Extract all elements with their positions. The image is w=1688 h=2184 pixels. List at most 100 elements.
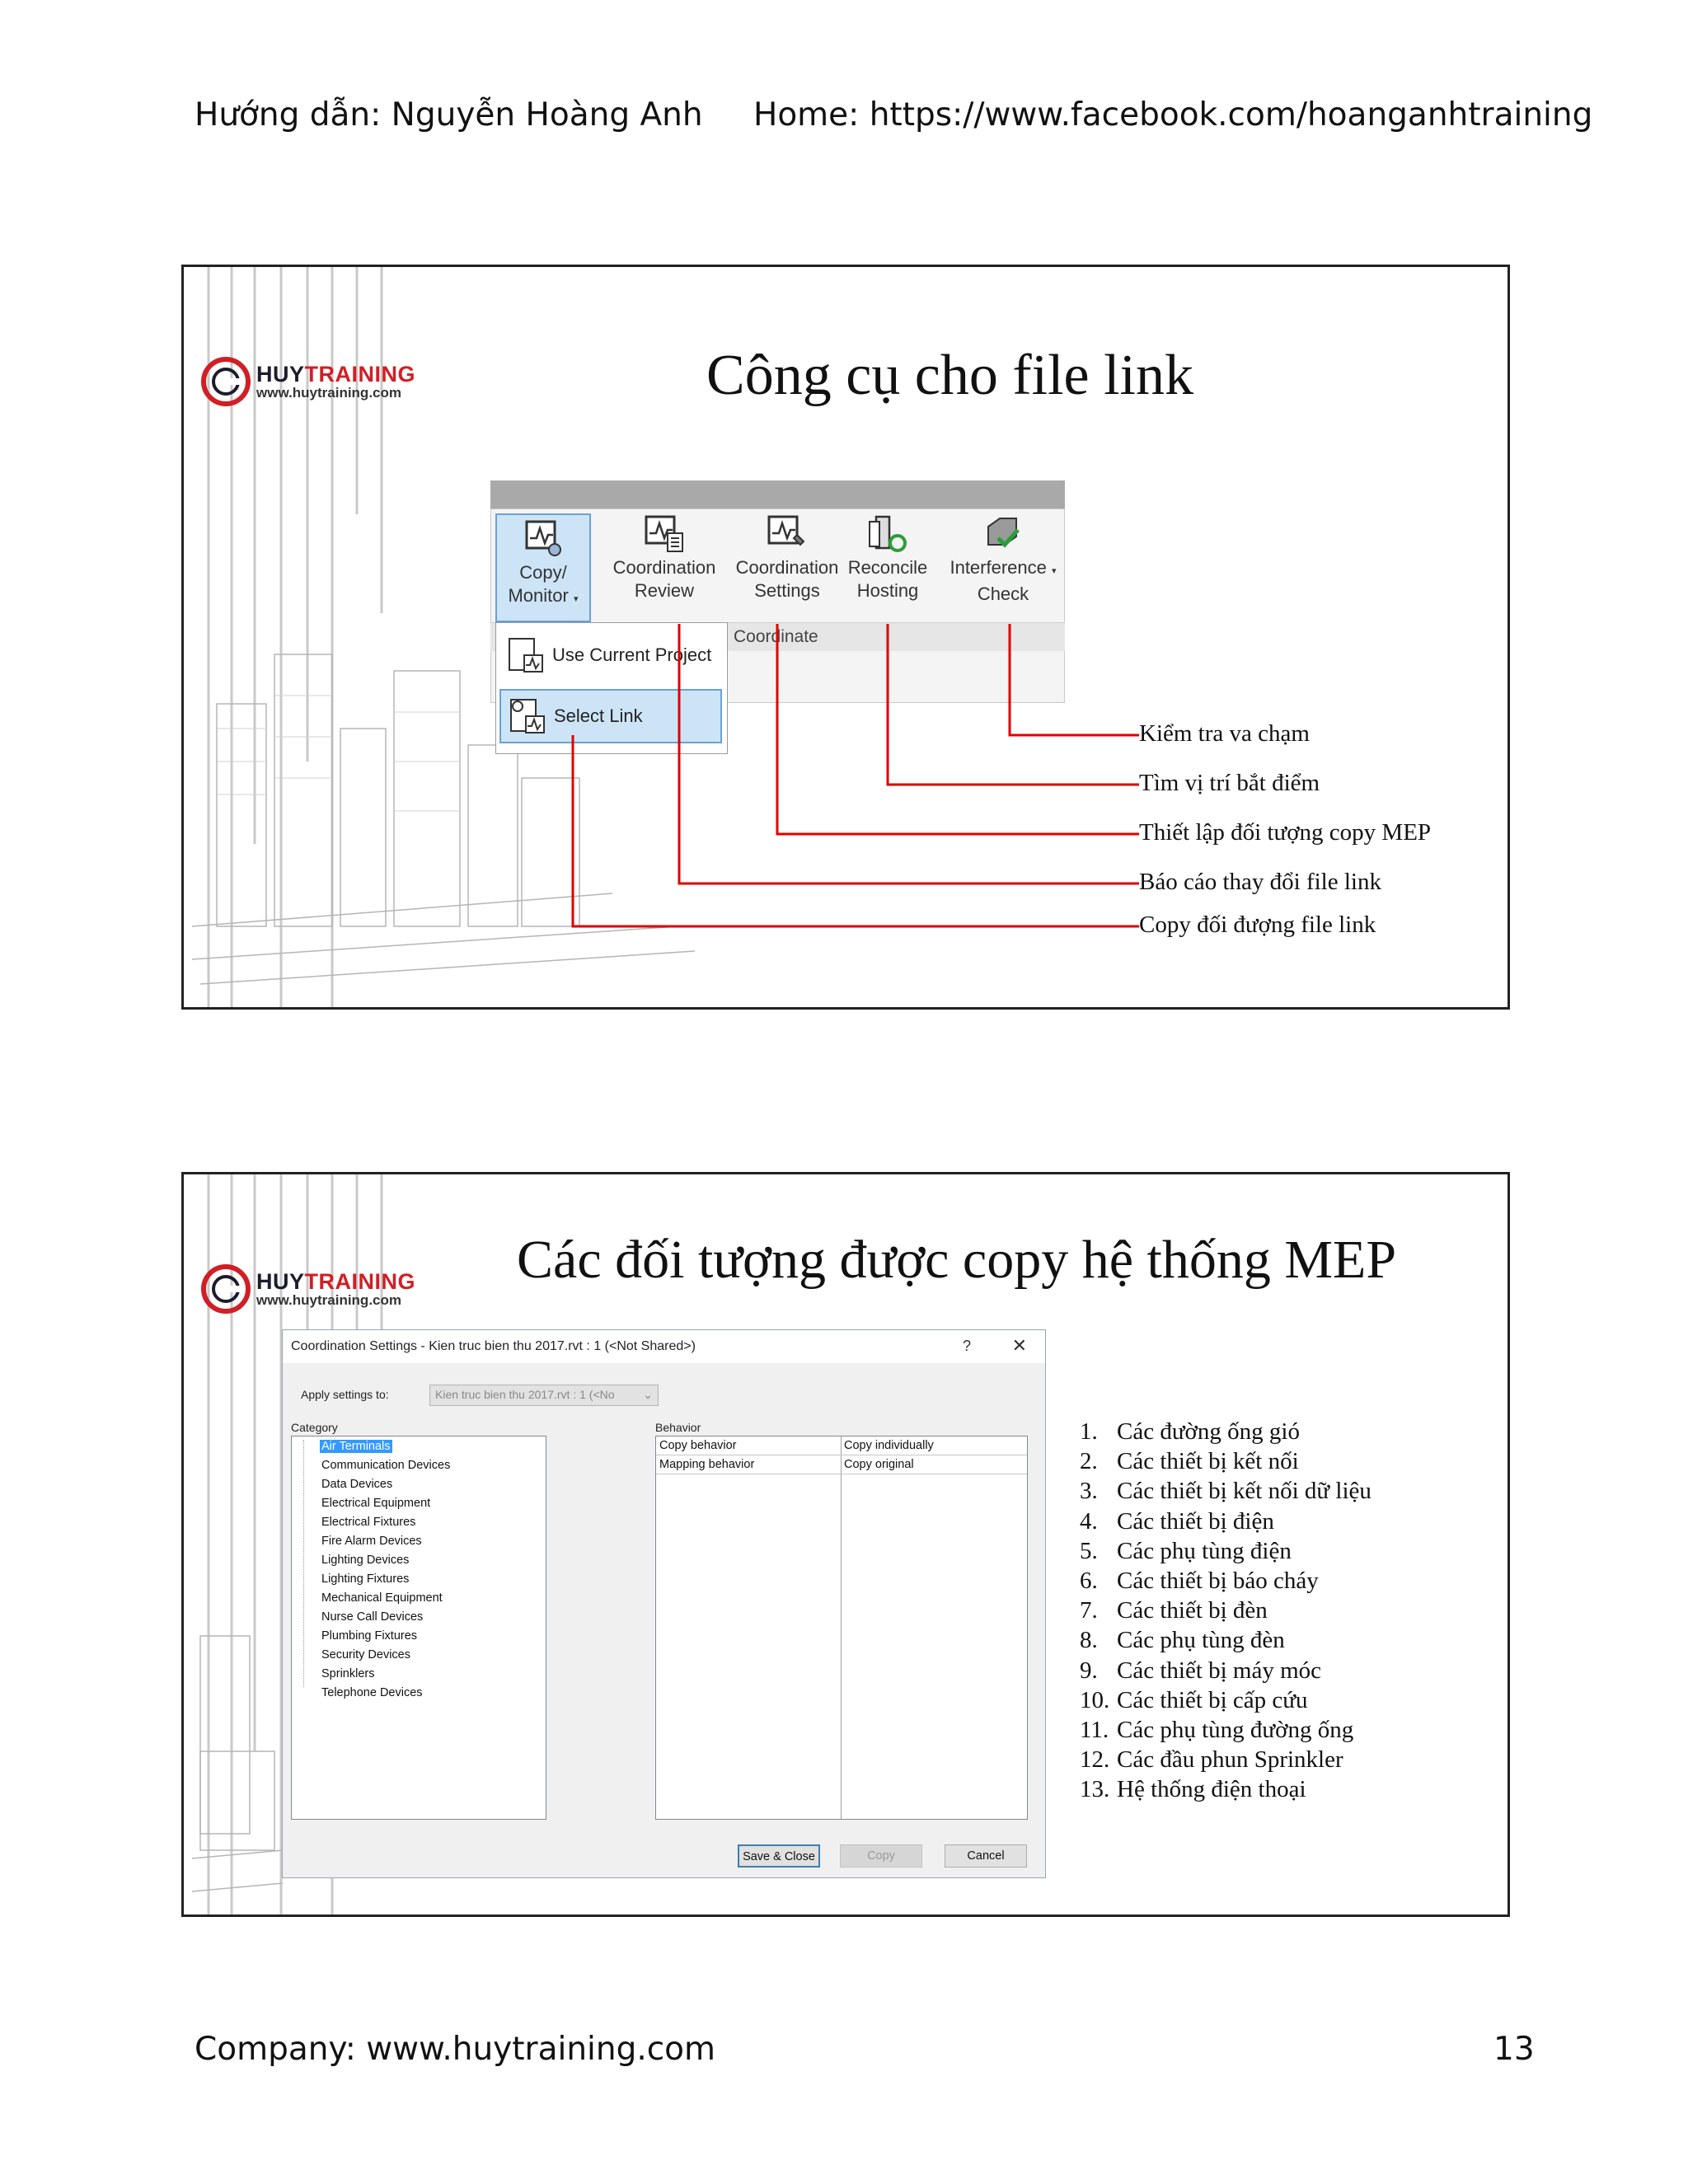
- list-item-text: Các thiết bị đèn: [1117, 1597, 1268, 1624]
- copy-monitor-label-2: Monitor: [508, 585, 569, 606]
- cancel-button[interactable]: Cancel: [945, 1844, 1027, 1868]
- list-item-text: Các phụ tùng điện: [1117, 1537, 1292, 1564]
- header-homepage: Home: https://www.facebook.com/hoanganht…: [753, 96, 1593, 134]
- copy-monitor-label-1: Copy/: [519, 562, 567, 583]
- reconcile-hosting-label-2: Hosting: [856, 580, 919, 601]
- list-item-text: Các thiết bị điện: [1117, 1507, 1274, 1535]
- logo-brand-training: TRAINING: [304, 362, 416, 387]
- reconcile-hosting-button[interactable]: Reconcile Hosting: [845, 513, 931, 602]
- list-item-number: 13.: [1080, 1776, 1110, 1803]
- category-item[interactable]: Lighting Fixtures: [321, 1572, 410, 1586]
- list-item-number: 8.: [1080, 1627, 1098, 1654]
- list-item-text: Các phụ tùng đèn: [1117, 1627, 1285, 1654]
- list-item-number: 2.: [1080, 1448, 1098, 1475]
- reconcile-hosting-label-1: Reconcile: [847, 557, 928, 578]
- logo-brand-huy: HUY: [256, 1269, 305, 1294]
- category-item[interactable]: Nurse Call Devices: [321, 1610, 424, 1624]
- annotation-select-link: Copy đối đượng file link: [1139, 912, 1376, 938]
- category-item[interactable]: Plumbing Fixtures: [321, 1629, 418, 1643]
- list-item-number: 6.: [1080, 1568, 1098, 1595]
- copy-monitor-button[interactable]: Copy/ Monitor ▾: [495, 513, 591, 622]
- select-link-item[interactable]: Select Link: [499, 689, 722, 743]
- category-label: Category: [291, 1421, 338, 1434]
- category-item[interactable]: Data Devices: [321, 1478, 393, 1491]
- slide-1: HUYTRAINING www.huytraining.com Công cụ …: [181, 265, 1510, 1010]
- select-link-label: Select Link: [554, 705, 643, 726]
- category-item[interactable]: Lighting Devices: [321, 1554, 410, 1567]
- save-close-button[interactable]: Save & Close: [738, 1844, 820, 1868]
- slide-2-title: Các đối tượng được copy hệ thống MEP: [517, 1230, 1397, 1290]
- category-item[interactable]: Electrical Equipment: [321, 1497, 431, 1510]
- header-author: Hướng dẫn: Nguyễn Hoàng Anh: [195, 96, 703, 134]
- behavior-label: Behavior: [655, 1421, 701, 1434]
- category-item[interactable]: Air Terminals: [320, 1440, 392, 1453]
- logo-brand-huy: HUY: [256, 362, 305, 387]
- list-item-number: 10.: [1080, 1686, 1110, 1713]
- list-item: 11. Các phụ tùng đường ống: [1080, 1715, 1372, 1745]
- interference-check-label-1: Interference: [950, 557, 1047, 578]
- interference-check-button[interactable]: Interference ▾ Check: [945, 513, 1061, 606]
- category-item[interactable]: Communication Devices: [321, 1459, 451, 1472]
- copy-monitor-icon: [525, 520, 561, 556]
- chevron-down-icon: ⌄: [643, 1388, 653, 1401]
- annotation-coordination-settings: Thiết lập đối tượng copy MEP: [1139, 819, 1432, 846]
- behavior-table: Copy behavior Copy individually Mapping …: [655, 1436, 1028, 1820]
- coordination-review-button[interactable]: Coordination Review: [603, 513, 726, 602]
- list-item-text: Các thiết bị báo cháy: [1117, 1568, 1319, 1595]
- behavior-name: Mapping behavior: [659, 1458, 755, 1471]
- list-item: 4.Các thiết bị điện: [1080, 1507, 1372, 1536]
- city-sketch-background: [191, 267, 696, 1007]
- category-item[interactable]: Sprinklers: [321, 1667, 375, 1680]
- list-item: 12.Các đầu phun Sprinkler: [1080, 1745, 1372, 1774]
- copy-button[interactable]: Copy: [840, 1844, 922, 1868]
- list-item: 5. Các phụ tùng điện: [1080, 1536, 1372, 1566]
- logo-c-icon: [201, 1264, 251, 1314]
- list-item-number: 1.: [1080, 1418, 1098, 1445]
- list-item-text: Các đường ống gió: [1117, 1418, 1300, 1445]
- category-tree[interactable]: Air Terminals Communication Devices Data…: [291, 1436, 546, 1820]
- slide-1-title: Công cụ cho file link: [706, 344, 1194, 407]
- list-item: 3.Các thiết bị kết nối dữ liệu: [1080, 1476, 1372, 1506]
- coordination-review-label-1: Coordination: [612, 557, 716, 578]
- coordination-settings-button[interactable]: Coordination Settings: [729, 513, 845, 602]
- coordination-review-icon: [645, 515, 683, 552]
- list-item-text: Các phụ tùng đường ống: [1117, 1717, 1354, 1744]
- chevron-down-icon: ▾: [1052, 566, 1057, 576]
- use-current-project-item[interactable]: Use Current Project: [499, 628, 722, 682]
- annotation-leaders: [571, 624, 1139, 928]
- behavior-value[interactable]: Copy individually: [844, 1439, 934, 1452]
- category-item[interactable]: Security Devices: [321, 1648, 410, 1661]
- tree-connector: [303, 1440, 305, 1687]
- close-icon[interactable]: ✕: [1011, 1335, 1027, 1356]
- copy-monitor-dropdown: Use Current Project Select Link: [495, 622, 728, 754]
- page-number: 13: [1493, 2031, 1535, 2068]
- help-icon[interactable]: ?: [962, 1338, 971, 1354]
- category-item[interactable]: Mechanical Equipment: [321, 1591, 443, 1605]
- list-item: 8. Các phụ tùng đèn: [1080, 1625, 1372, 1655]
- list-item: 2.Các thiết bị kết nối: [1080, 1446, 1372, 1476]
- reconcile-hosting-icon: [869, 515, 907, 552]
- list-item-number: 5.: [1080, 1537, 1098, 1564]
- coordination-settings-dialog: Coordination Settings - Kien truc bien t…: [282, 1329, 1046, 1878]
- behavior-value[interactable]: Copy original: [844, 1458, 914, 1471]
- annotation-reconcile-hosting: Tìm vị trí bắt điểm: [1139, 770, 1320, 796]
- apply-settings-label: Apply settings to:: [301, 1388, 389, 1401]
- list-item-text: Các thiết bị kết nối dữ liệu: [1117, 1478, 1372, 1505]
- list-item: 10.Các thiết bị cấp cứu: [1080, 1685, 1372, 1715]
- huytraining-logo: HUYTRAINING www.huytraining.com: [200, 1263, 415, 1315]
- coordination-review-label-2: Review: [634, 580, 695, 601]
- category-item[interactable]: Electrical Fixtures: [321, 1516, 416, 1529]
- category-item[interactable]: Fire Alarm Devices: [321, 1535, 422, 1548]
- behavior-name: Copy behavior: [659, 1439, 737, 1452]
- category-item[interactable]: Telephone Devices: [321, 1686, 423, 1699]
- list-item-number: 11.: [1080, 1717, 1109, 1744]
- logo-brand-training: TRAINING: [304, 1269, 416, 1294]
- list-item-text: Hệ thống điện thoại: [1117, 1776, 1306, 1803]
- apply-settings-select[interactable]: Kien truc bien thu 2017.rvt : 1 (<No ⌄: [429, 1385, 659, 1406]
- list-item-number: 7.: [1080, 1597, 1098, 1624]
- mep-category-list: 1.Các đường ống gió 2.Các thiết bị kết n…: [1080, 1417, 1372, 1805]
- dialog-title: Coordination Settings - Kien truc bien t…: [291, 1339, 696, 1353]
- behavior-column-divider: [841, 1436, 842, 1819]
- footer-company: Company: www.huytraining.com: [195, 2031, 716, 2068]
- annotation-interference-check: Kiểm tra va chạm: [1139, 720, 1310, 747]
